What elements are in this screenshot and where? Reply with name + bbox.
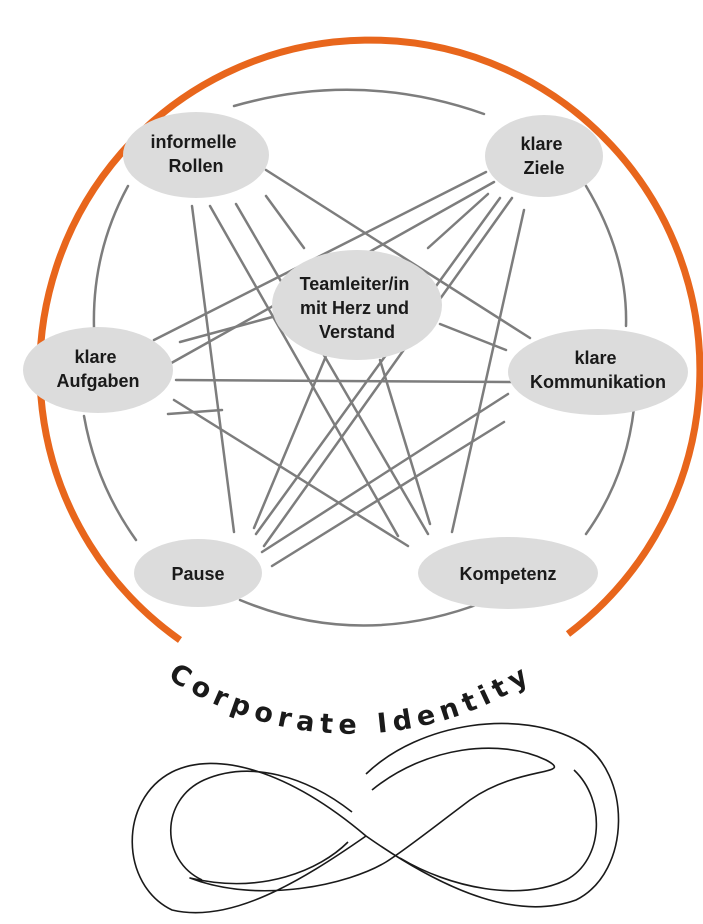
line-leader-communication: [438, 322, 508, 352]
connector-lines: [152, 168, 532, 568]
svg-text:Pause: Pause: [171, 564, 224, 584]
inner-arc-lower-right: [584, 406, 636, 536]
node-competence: Kompetenz: [418, 537, 598, 609]
node-clear-tasks-line2: Aufgaben: [57, 371, 140, 391]
line-leader-pause: [252, 354, 328, 530]
ring-label-path-text: Corporate Identity: [164, 658, 533, 741]
line-goals-leader: [426, 192, 490, 250]
node-clear-communication: klare Kommunikation: [508, 329, 688, 415]
node-clear-tasks: klare Aufgaben: [23, 327, 173, 413]
svg-text:Kompetenz: Kompetenz: [459, 564, 556, 584]
node-pause-line1: Pause: [171, 564, 224, 584]
node-competence-bubble: [418, 537, 598, 609]
svg-text:informelle Rollen: informelle Rollen: [150, 132, 241, 176]
node-informal-roles-line1: informelle: [150, 132, 236, 152]
inner-arc-upper-left: [92, 184, 130, 330]
svg-text:klare Ziele: klare Ziele: [520, 134, 567, 178]
line-leader-competence: [378, 358, 432, 526]
inner-arc-top: [232, 88, 486, 116]
line-roles-leader: [264, 194, 306, 250]
node-informal-roles: informelle Rollen: [123, 112, 269, 198]
node-pause: Pause: [134, 539, 262, 607]
infinity-icon-outer: [131, 722, 620, 914]
node-clear-goals: klare Ziele: [485, 115, 603, 197]
line-roles-pause: [190, 204, 236, 534]
node-clear-communication-bubble: [508, 329, 688, 415]
line-roles-communication: [264, 168, 532, 340]
line-tasks-competence: [172, 398, 410, 548]
node-clear-communication-line2: Kommunikation: [530, 372, 666, 392]
node-clear-goals-bubble: [485, 115, 603, 197]
line-communication-pause-b: [270, 420, 506, 568]
outer-orange-ring: [36, 36, 703, 643]
infinity-icon-inner: [189, 747, 555, 892]
node-informal-roles-bubble: [123, 112, 269, 198]
line-tasks-communication: [174, 378, 516, 384]
svg-text:klare Aufgaben: klare Aufgaben: [57, 347, 140, 391]
line-tasks-pause: [166, 408, 224, 416]
line-goals-pause-b: [262, 196, 514, 548]
line-tasks-leader: [178, 314, 278, 344]
node-pause-bubble: [134, 539, 262, 607]
line-communication-pause-a: [260, 392, 510, 554]
infinity-icon: [131, 722, 620, 914]
line-goals-competence: [450, 208, 526, 534]
node-clear-goals-line1: klare: [520, 134, 562, 154]
node-informal-roles-line2: Rollen: [168, 156, 223, 176]
node-clear-tasks-line1: klare: [74, 347, 116, 367]
inner-arc-bottom: [238, 598, 486, 627]
inner-arc-upper-right: [584, 184, 628, 328]
inner-arc-lower-left: [82, 414, 138, 542]
infinity-icon-inner-lower: [170, 770, 353, 881]
line-roles-competence-a: [208, 204, 400, 538]
line-roles-competence-b: [234, 202, 430, 536]
node-clear-communication-line1: klare: [574, 348, 616, 368]
node-clear-tasks-bubble: [23, 327, 173, 413]
infinity-icon-inner-right: [399, 769, 598, 892]
ring-label: Corporate Identity: [164, 658, 539, 741]
inner-circle: [82, 88, 636, 627]
node-team-leader-bubble: [272, 250, 442, 360]
node-team-leader-line3: Verstand: [319, 322, 395, 342]
node-clear-goals-line2: Ziele: [523, 158, 564, 178]
svg-text:Teamleiter/in mit Herz u: Teamleiter/in mit Herz und Verstand: [300, 274, 415, 342]
node-team-leader: Teamleiter/in mit Herz und Verstand: [272, 250, 442, 360]
node-team-leader-line2: mit Herz und: [300, 298, 409, 318]
node-team-leader-line1: Teamleiter/in: [300, 274, 410, 294]
node-competence-line1: Kompetenz: [459, 564, 556, 584]
svg-text:klare Kommunikation: klare Kommunikation: [530, 348, 666, 392]
